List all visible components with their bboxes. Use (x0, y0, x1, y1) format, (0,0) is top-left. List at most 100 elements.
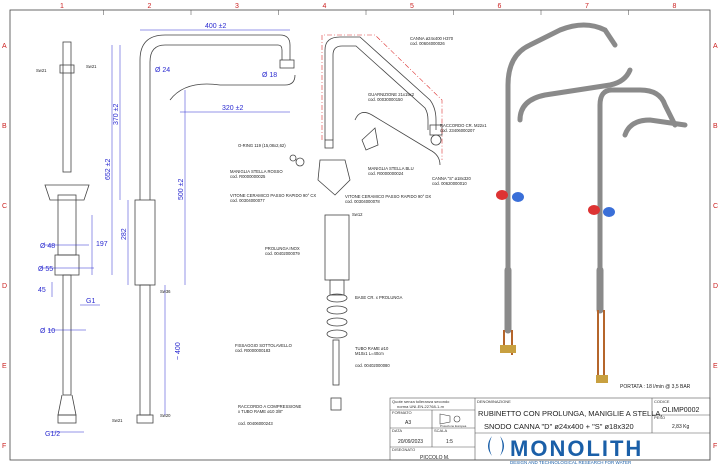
part-code: cod. 00406000243 (238, 421, 273, 426)
denominazione-label: DENOMINAZIONE (477, 399, 511, 404)
label-sw36: Sw36 (160, 289, 171, 294)
dim-dia-55: Ø 55 (38, 266, 53, 273)
part-code: cod. 00304000077 (230, 198, 265, 203)
part-name: RACCORDO A COMPRESSIONE (238, 404, 301, 409)
grid-row-label-right: E (713, 363, 718, 370)
grid-row-label-right: D (713, 283, 718, 290)
part-name: RACCORDO CR. M22x1 (440, 123, 487, 128)
dim-320: 320 ±2 (222, 105, 243, 112)
part-code: cod. 00304000078 (345, 199, 380, 204)
front-view-dimensions (40, 215, 100, 433)
dim-dia-24: Ø 24 (155, 67, 170, 74)
dim-197: 197 (96, 241, 108, 248)
render-3d-large (504, 22, 633, 334)
formato-value: A3 (405, 420, 411, 426)
grid-column-label: 6 (498, 3, 502, 10)
grid-row-label-right: A (713, 43, 718, 50)
part-code: x TUBO RAME ø10 3/8" (238, 409, 283, 414)
front-view (44, 41, 90, 424)
disegnato-value: PICCOLO M. (420, 455, 449, 461)
projection-label: Proiezione Europea (440, 424, 467, 428)
part-code: M10x1 L=40cm (355, 351, 384, 356)
dim-g1: G1 (86, 298, 95, 305)
grid-row-label: F (2, 443, 6, 450)
grid-row-label: A (2, 43, 7, 50)
part-name: O-RING 119 (15,08x2,62) (238, 143, 286, 148)
valve-handles (496, 190, 615, 383)
data-value: 20/09/2023 (398, 439, 423, 445)
part-name: GUARNIZIONE 21x15x2 (368, 92, 415, 97)
part-code: cod. 00402000080 (355, 363, 390, 368)
title-block (389, 397, 711, 461)
part-code: cod. R0000000025 (230, 174, 266, 179)
grid-row-label-right: F (713, 443, 717, 450)
part-name: CANNA ø24x400 H370 (410, 36, 454, 41)
projection-symbol-icon (439, 413, 461, 425)
frame (9, 9, 711, 461)
title-line-1: RUBINETTO CON PROLUNGA, MANIGLIE A STELL… (478, 409, 663, 418)
scala-label: SCALA (434, 428, 447, 433)
dim-400-bottom: ~ 400 (175, 342, 182, 360)
grid-row-label-right: C (713, 203, 718, 210)
monolith-logo-icon (488, 436, 504, 456)
grid-column-label: 5 (410, 3, 414, 10)
dim-500: 500 ±2 (178, 179, 185, 200)
dim-dia-48: Ø 48 (40, 243, 55, 250)
dim-g12: G1/2 (45, 431, 60, 438)
formato-label: FORMATO (392, 410, 412, 415)
part-name: CANNA "S" ø18x320 (432, 176, 471, 181)
part-name: TUBO RAME ø10 (355, 346, 389, 351)
label-sw21-a: Sw21 (36, 68, 47, 73)
part-name: PROLUNGA INOX (265, 246, 300, 251)
grid-column-label: 7 (585, 3, 589, 10)
scala-value: 1:5 (446, 439, 453, 445)
part-code: cod. 00030000150 (368, 97, 403, 102)
label-sw12: Sw12 (352, 212, 363, 217)
copper-pipes (503, 310, 605, 380)
side-view (134, 34, 296, 424)
dim-652: 652 ±2 (105, 159, 112, 180)
part-name: VITONE CERAMICO PASSO RAPIDO 90° DX (345, 194, 431, 199)
grid-row-label-right: B (713, 123, 718, 130)
part-code: cod. 00620000010 (432, 181, 467, 186)
grid-column-label: 8 (673, 3, 677, 10)
dim-400: 400 ±2 (205, 23, 226, 30)
grid-columns: 1 2 3 4 5 6 7 8 (60, 3, 677, 15)
part-name: VITONE CERAMICO PASSO RAPIDO 90° CX (230, 193, 316, 198)
part-code: cod. 23406000207 (440, 128, 475, 133)
label-sw20: Sw20 (160, 413, 171, 418)
peso-value: 2,83 Kg (672, 424, 689, 430)
brand-tagline: DESIGN AND TECHNOLOGICAL RESEARCH FOR WA… (510, 460, 632, 465)
grid-column-label: 2 (148, 3, 152, 10)
part-name: FISSAGGIO SOTTOLAVELLO (235, 343, 293, 348)
part-name: MANIGLIA STELLA BLU (368, 166, 414, 171)
grid-column-label: 4 (323, 3, 327, 10)
part-code: cod. R0000000183 (235, 348, 271, 353)
tolerance-label: Quote senza tolleranza secondo (392, 399, 450, 404)
part-code: cod. 00402000079 (265, 251, 300, 256)
grid-row-label: D (2, 283, 7, 290)
data-label: DATA (392, 428, 402, 433)
label-sw21-c: Sw21 (112, 418, 123, 423)
codice-label: CODICE (654, 399, 670, 404)
dim-dia-10: Ø 10 (40, 328, 55, 335)
label-sw21-b: Sw21 (86, 64, 97, 69)
brand-name: MONOLITH (510, 436, 643, 461)
part-name: MANIGLIA STELLA ROSSO (230, 169, 283, 174)
portata-label: PORTATA : 18 l/min @ 3,5 BAR (620, 384, 691, 390)
part-code: cod. R0000000024 (368, 171, 404, 176)
side-view-dimensions (111, 29, 290, 415)
dim-dia-18: Ø 18 (262, 72, 277, 79)
part-name: BASE CR. x PROLUNGA (355, 295, 403, 300)
grid-column-label: 1 (60, 3, 64, 10)
codice-value: OLIMP0002 (662, 407, 699, 414)
dim-45: 45 (38, 287, 46, 294)
tolerance-value: norma UNI-EN-22768-1-m (397, 404, 445, 409)
grid-column-label: 3 (235, 3, 239, 10)
peso-label: PESO (654, 415, 665, 420)
grid-row-label: B (2, 123, 7, 130)
